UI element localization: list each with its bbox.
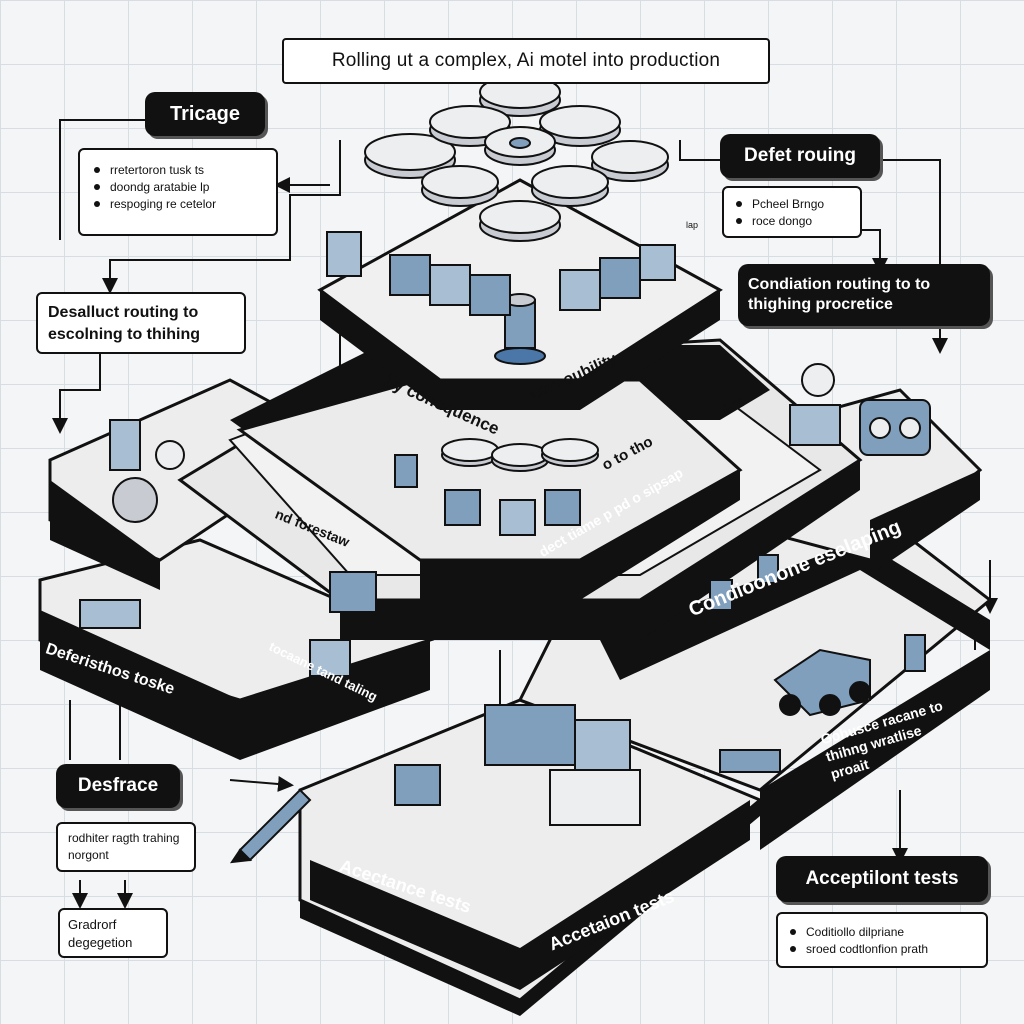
triage-bullet-3: respoging re cetelor <box>94 197 262 211</box>
truck-icon <box>773 648 871 717</box>
desfrace-label: Desfrace <box>56 764 180 808</box>
default-routing-notes: Pcheel Brngo roce dongo <box>722 186 862 238</box>
triage-bullet-1: rretertoron tusk ts <box>94 163 262 177</box>
small-tag: lap <box>686 220 699 230</box>
triage-notes: rretertoron tusk ts doondg aratabie lp r… <box>78 148 278 236</box>
module-cube-icon <box>326 231 676 316</box>
acceptance-bullet-2: sroed codtlonfion prath <box>790 942 974 956</box>
default-routing-bullet-2: roce dongo <box>736 214 848 228</box>
robot-icon <box>789 363 931 456</box>
acceptance-tests-notes: Coditiollo dilpriane sroed codtlonfion p… <box>776 912 988 968</box>
middle-cluster-icon <box>394 438 926 672</box>
triage-bullet-2: doondg aratabie lp <box>94 180 262 194</box>
graceful-degradation-note: Gradrorf degegetion <box>58 908 168 958</box>
desfrace-note: rodhiter ragth trahing norgont <box>56 822 196 872</box>
default-routing-bullet-1: Pcheel Brngo <box>736 197 848 211</box>
bottom-machine-icon <box>79 419 781 826</box>
acceptance-bullet-1: Coditiollo dilpriane <box>790 925 974 939</box>
triage-label: Tricage <box>145 92 265 136</box>
conditional-routing-label: Condiation routing to to thighing procre… <box>738 264 990 326</box>
server-stack-icon <box>364 75 669 365</box>
pen-icon <box>229 788 312 864</box>
diagram-title: Rolling ut a complex, Ai motel into prod… <box>282 38 770 84</box>
default-routing-label: Defet rouing <box>720 134 880 178</box>
escalating-label: Desalluct routing to escolning to thihin… <box>36 292 246 354</box>
acceptance-tests-label: Acceptilont tests <box>776 856 988 902</box>
